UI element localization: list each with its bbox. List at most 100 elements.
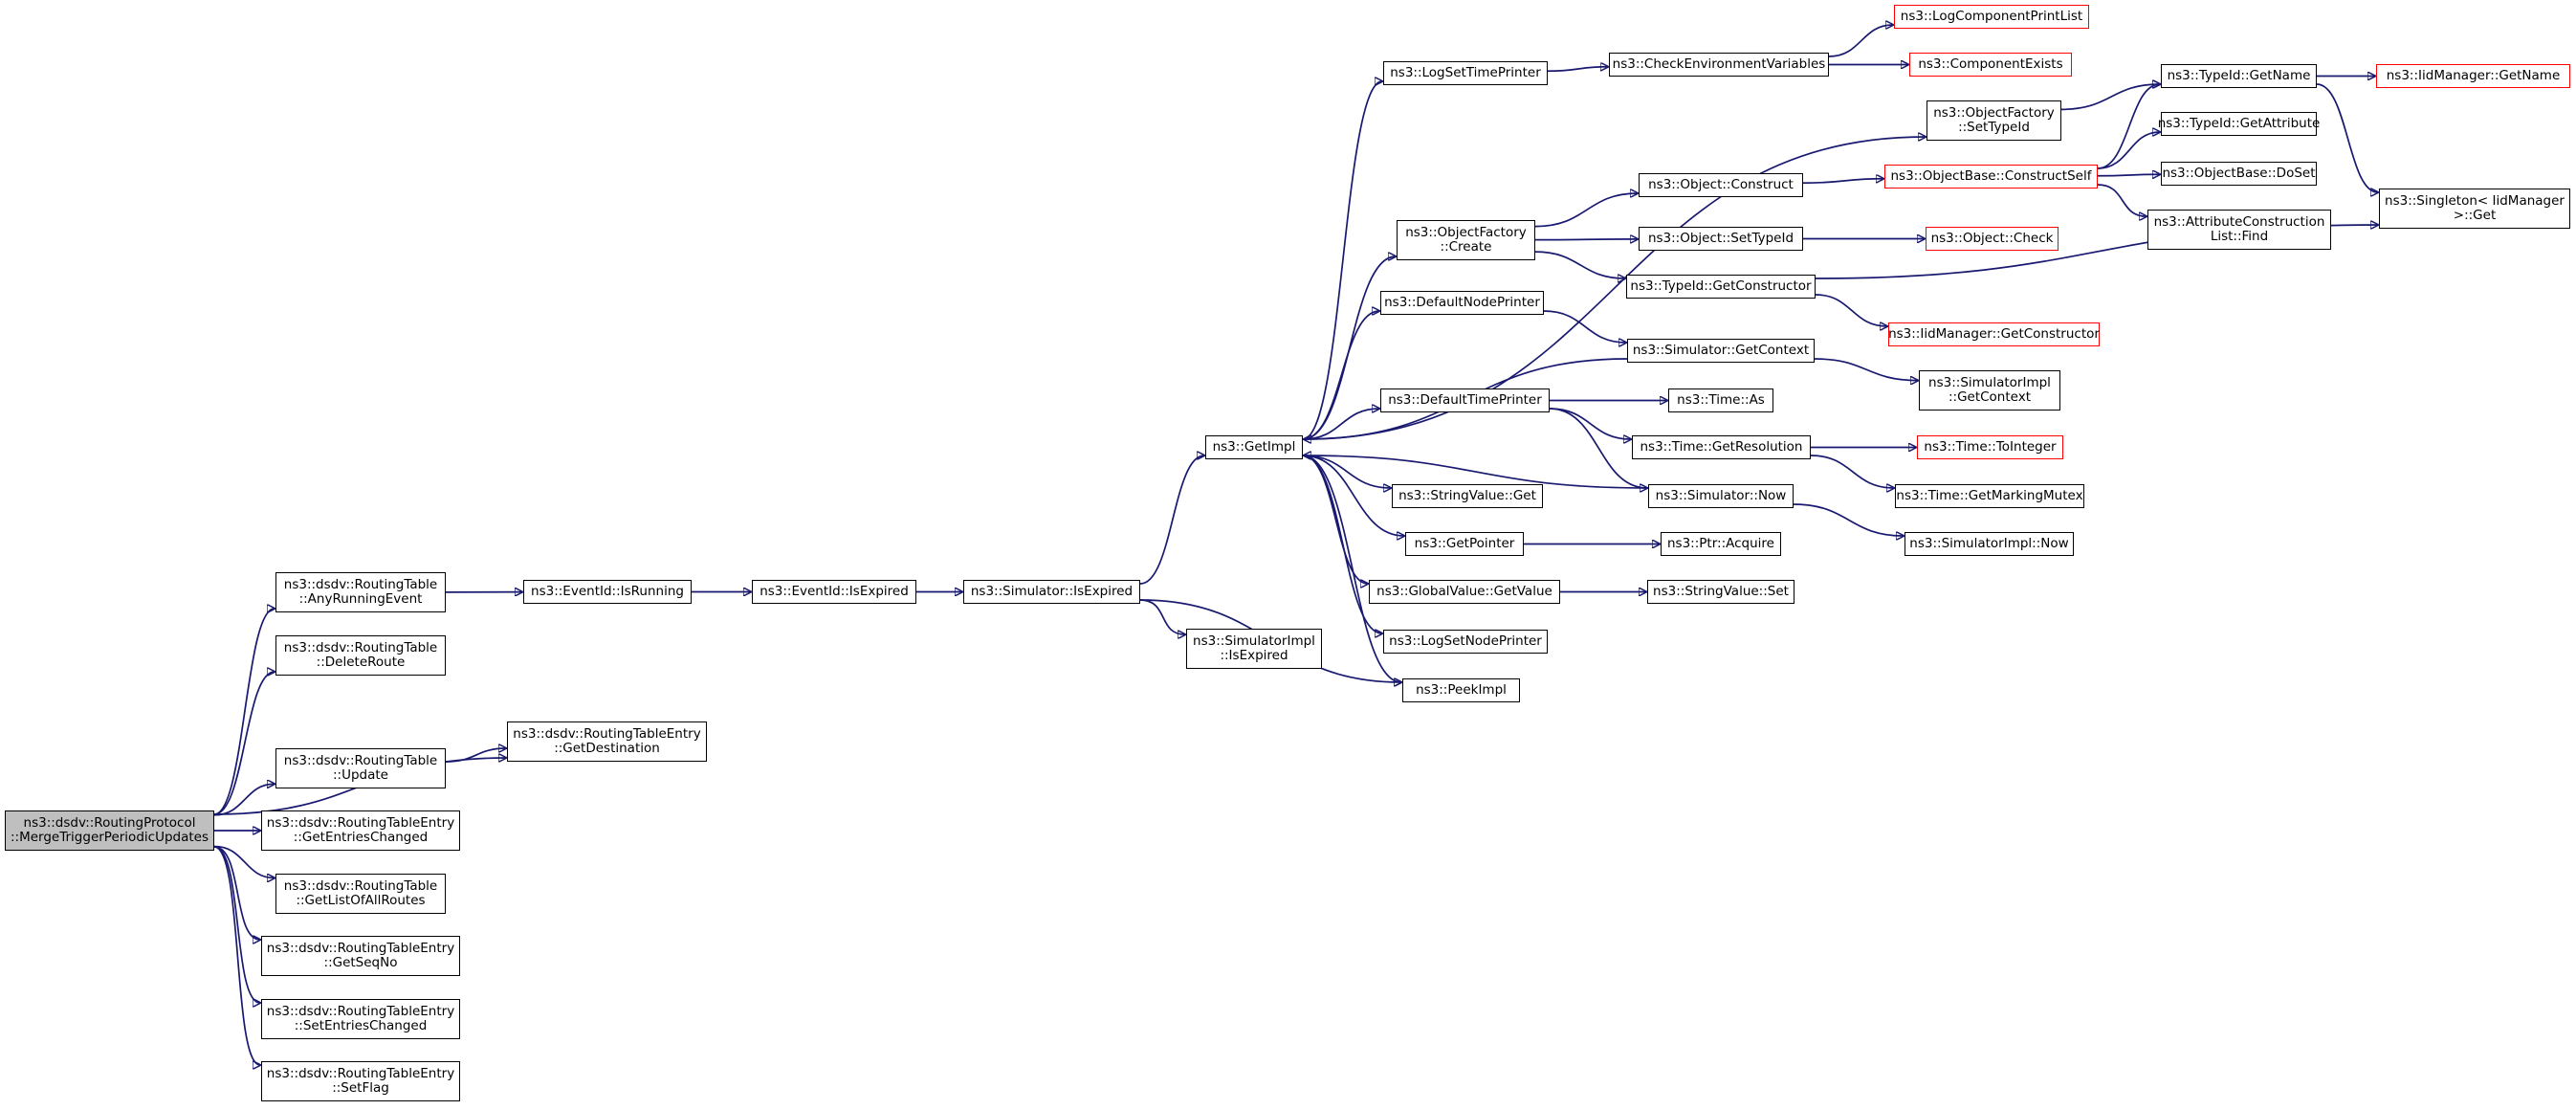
function-node[interactable]: ns3::DefaultNodePrinter	[1380, 291, 1544, 315]
function-node[interactable]: ns3::dsdv::RoutingTableEntry::GetSeqNo	[261, 936, 460, 976]
function-node[interactable]: ns3::ComponentExists	[1909, 53, 2072, 77]
function-node-label: ns3::dsdv::RoutingTableEntry	[267, 942, 454, 956]
call-edge	[2098, 174, 2160, 176]
function-node[interactable]: ns3::ObjectFactory::SetTypeId	[1926, 100, 2061, 141]
call-edge	[214, 609, 275, 814]
function-node[interactable]: ns3::PeekImpl	[1402, 678, 1520, 702]
function-node[interactable]: ns3::Simulator::GetContext	[1627, 339, 1815, 363]
function-node-label: ns3::CheckEnvironmentVariables	[1613, 57, 1826, 72]
function-node-label: ns3::IidManager::GetName	[2387, 69, 2561, 83]
function-node[interactable]: ns3::Simulator::IsExpired	[963, 580, 1140, 604]
function-node[interactable]: ns3::ObjectBase::ConstructSelf	[1884, 165, 2098, 189]
function-node-label: ::AnyRunningEvent	[299, 592, 423, 607]
function-node-label: ns3::LogComponentPrintList	[1901, 10, 2082, 24]
function-node-label: ns3::TypeId::GetAttribute	[2158, 117, 2321, 131]
function-node-label: ::SetFlag	[332, 1081, 389, 1096]
root-function-node: ns3::dsdv::RoutingProtocol::MergeTrigger…	[5, 810, 214, 851]
function-node[interactable]: ns3::dsdv::RoutingTable::AnyRunningEvent	[275, 572, 446, 612]
function-node[interactable]: ns3::IidManager::GetConstructor	[1888, 322, 2100, 346]
function-node[interactable]: ns3::SimulatorImpl::Now	[1904, 532, 2074, 556]
function-node-label: ns3::Simulator::Now	[1656, 489, 1787, 503]
call-edge	[1140, 455, 1204, 584]
function-node-label: >::Get	[2454, 209, 2496, 223]
function-node-label: ns3::dsdv::RoutingTableEntry	[513, 727, 700, 742]
function-node-label: ns3::Simulator::IsExpired	[971, 585, 1133, 599]
function-node-label: ::GetDestination	[554, 742, 660, 756]
function-node-label: ::IsExpired	[1220, 649, 1288, 663]
function-node[interactable]: ns3::dsdv::RoutingTableEntry::GetDestina…	[507, 722, 707, 762]
function-node[interactable]: ns3::GetPointer	[1405, 532, 1524, 556]
call-edge	[214, 672, 275, 814]
function-node[interactable]: ns3::dsdv::RoutingTable::Update	[275, 748, 446, 788]
function-node[interactable]: ns3::CheckEnvironmentVariables	[1609, 53, 1829, 77]
function-node[interactable]: ns3::Object::Construct	[1639, 173, 1803, 197]
function-node-label: ns3::GlobalValue::GetValue	[1376, 585, 1552, 599]
function-node-label: ns3::GetPointer	[1415, 537, 1515, 551]
function-node-label: ns3::Object::Check	[1931, 232, 2054, 246]
function-node-label: ns3::SimulatorImpl::Now	[1909, 537, 2068, 551]
function-node-label: ns3::StringValue::Set	[1653, 585, 1789, 599]
function-node[interactable]: ns3::EventId::IsRunning	[523, 580, 692, 604]
function-node-label: List::Find	[2211, 230, 2268, 244]
function-node[interactable]: ns3::dsdv::RoutingTable::GetListOfAllRou…	[275, 874, 446, 914]
function-node[interactable]: ns3::LogComponentPrintList	[1894, 5, 2089, 29]
function-node[interactable]: ns3::DefaultTimePrinter	[1380, 388, 1550, 412]
function-node-label: ns3::ObjectBase::ConstructSelf	[1891, 169, 2092, 184]
function-node[interactable]: ns3::TypeId::GetConstructor	[1626, 275, 1816, 299]
function-node-label: ns3::dsdv::RoutingTable	[284, 578, 437, 592]
function-node[interactable]: ns3::Singleton< IidManager>::Get	[2379, 189, 2570, 229]
function-node[interactable]: ns3::Time::GetResolution	[1632, 435, 1811, 459]
function-node[interactable]: ns3::EventId::IsExpired	[752, 580, 916, 604]
function-node[interactable]: ns3::dsdv::RoutingTableEntry::GetEntries…	[261, 810, 460, 851]
function-node[interactable]: ns3::Simulator::Now	[1648, 484, 1794, 508]
function-node-label: ns3::ObjectFactory	[1405, 226, 1527, 240]
function-node[interactable]: ns3::TypeId::GetName	[2161, 64, 2317, 88]
function-node-label: ns3::IidManager::GetConstructor	[1888, 327, 2100, 342]
call-edge	[1304, 455, 1648, 488]
function-node[interactable]: ns3::dsdv::RoutingTableEntry::SetEntries…	[261, 999, 460, 1039]
function-node[interactable]: ns3::dsdv::RoutingTable::DeleteRoute	[275, 635, 446, 676]
function-node[interactable]: ns3::SimulatorImpl::GetContext	[1919, 370, 2060, 411]
function-node-label: ns3::LogSetNodePrinter	[1389, 634, 1542, 649]
function-node[interactable]: ns3::LogSetTimePrinter	[1383, 61, 1548, 85]
function-node[interactable]: ns3::GetImpl	[1205, 435, 1303, 459]
function-node-label: ns3::AttributeConstruction	[2154, 215, 2325, 230]
function-node-label: ns3::Time::GetMarkingMutex	[1896, 489, 2082, 503]
function-node[interactable]: ns3::SimulatorImpl::IsExpired	[1186, 629, 1322, 669]
call-edge	[2098, 185, 2147, 216]
function-node-label: ns3::EventId::IsRunning	[531, 585, 684, 599]
function-node-label: ns3::Object::Construct	[1648, 178, 1794, 192]
call-edge	[1535, 252, 1625, 278]
function-node[interactable]: ns3::IidManager::GetName	[2376, 64, 2570, 88]
function-node[interactable]: ns3::Time::As	[1668, 388, 1773, 412]
call-edge	[2098, 132, 2160, 168]
function-node[interactable]: ns3::LogSetNodePrinter	[1383, 630, 1548, 654]
function-node[interactable]: ns3::Time::ToInteger	[1917, 435, 2063, 459]
function-node[interactable]: ns3::Object::SetTypeId	[1639, 227, 1803, 251]
function-node-label: ::Create	[1441, 240, 1492, 255]
function-node[interactable]: ns3::StringValue::Get	[1392, 484, 1543, 508]
function-node-label: ns3::dsdv::RoutingTableEntry	[267, 1005, 454, 1019]
function-node[interactable]: ns3::StringValue::Set	[1647, 580, 1794, 604]
call-edge	[1140, 600, 1185, 634]
call-edge	[2061, 84, 2160, 109]
function-node[interactable]: ns3::ObjectBase::DoSet	[2161, 162, 2317, 186]
function-node[interactable]: ns3::Ptr::Acquire	[1661, 532, 1781, 556]
function-node[interactable]: ns3::GlobalValue::GetValue	[1369, 580, 1560, 604]
function-node[interactable]: ns3::Object::Check	[1926, 227, 2059, 251]
function-node[interactable]: ns3::dsdv::RoutingTableEntry::SetFlag	[261, 1061, 460, 1101]
function-node-label: ns3::ObjectBase::DoSet	[2162, 166, 2315, 181]
function-node[interactable]: ns3::TypeId::GetAttribute	[2161, 112, 2317, 136]
function-node-label: ns3::GetImpl	[1213, 440, 1296, 455]
function-node-label: ns3::StringValue::Get	[1398, 489, 1536, 503]
function-node[interactable]: ns3::Time::GetMarkingMutex	[1895, 484, 2084, 508]
call-edge	[1794, 504, 1904, 536]
call-edge	[1303, 455, 1391, 488]
function-node-label: ns3::PeekImpl	[1416, 683, 1507, 698]
function-node[interactable]: ns3::ObjectFactory::Create	[1397, 220, 1535, 260]
function-node-label: ns3::EventId::IsExpired	[760, 585, 909, 599]
call-edge	[1303, 311, 1379, 439]
call-edge	[1816, 295, 1887, 326]
